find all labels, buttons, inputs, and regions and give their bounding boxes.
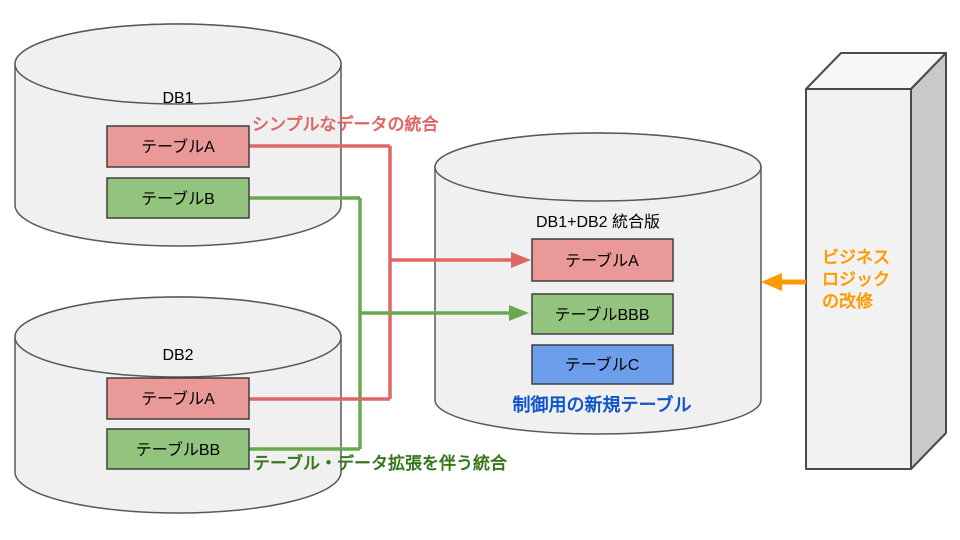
extended-merge-annotation: テーブル・データ拡張を伴う統合 [253,453,508,473]
merged-table-c: テーブルC [531,344,674,385]
merged-table-a-box [531,238,674,282]
merged-table-a: テーブルA [531,238,674,282]
merged-table-c-box [531,344,674,385]
merged-table-bbb-box [531,293,674,335]
simple-merge-annotation: シンプルなデータの統合 [252,114,439,134]
db1-table-b-box [106,177,250,219]
business-logic-annotation: ビジネス ロジック の改修 [822,248,890,311]
prism-front-face [805,88,912,470]
prism-side-face [910,52,947,470]
business-logic-prism [805,52,947,470]
db1-title: DB1 [162,90,193,107]
business-logic-annotation-line1: ビジネス [822,248,890,267]
db2-table-a-box [106,377,250,420]
business-logic-annotation-line3: の改修 [822,291,874,311]
db1-table-b-label: テーブルB [141,189,215,208]
db2-table-bb: テーブルBB [106,428,250,470]
db2-cylinder-top [14,296,342,378]
business-logic-arrowhead [761,273,782,291]
red-merge-arrowhead [511,252,531,268]
db1-cylinder-top [14,23,342,105]
green-merge-line [249,196,362,451]
merged-table-a-label: テーブルA [565,251,639,270]
business-logic-annotation-line2: ロジック [822,270,890,289]
db1-table-b: テーブルB [106,177,250,219]
db2-table-a-label: テーブルA [141,389,215,408]
db2-table-a: テーブルA [106,377,250,420]
db2-title: DB2 [162,347,193,364]
merged-table-bbb-label: テーブルBBB [554,305,649,324]
db1-table-a-label: テーブルA [141,137,215,156]
merged-table-bbb: テーブルBBB [531,293,674,335]
control-table-annotation: 制御用の新規テーブル [513,394,692,415]
merged-table-c-label: テーブルC [565,355,640,374]
green-merge-arrowhead [509,305,529,321]
db1-table-a: テーブルA [106,125,250,168]
red-merge-line [249,144,512,401]
db2-table-bb-label: テーブルBB [136,440,220,459]
merged-title: DB1+DB2 統合版 [536,213,660,231]
merged-cylinder-top [434,132,762,202]
db2-table-bb-box [106,428,250,470]
db1-table-a-box [106,125,250,168]
